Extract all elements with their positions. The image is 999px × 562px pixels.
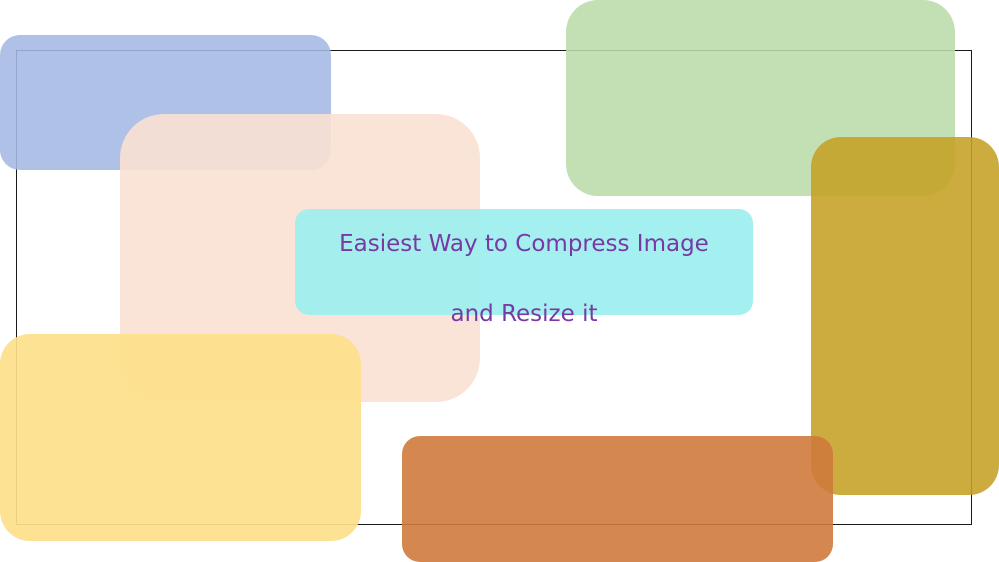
- gold-rounded-rectangle[interactable]: [811, 137, 999, 495]
- orange-rounded-rectangle[interactable]: [402, 436, 833, 562]
- yellow-rounded-rectangle[interactable]: [0, 334, 361, 541]
- title-line-2: and Resize it: [450, 301, 598, 327]
- title-text: Easiest Way to Compress Image and Resize…: [314, 192, 734, 332]
- title-box[interactable]: Easiest Way to Compress Image and Resize…: [295, 209, 753, 327]
- title-line-1: Easiest Way to Compress Image: [339, 231, 709, 257]
